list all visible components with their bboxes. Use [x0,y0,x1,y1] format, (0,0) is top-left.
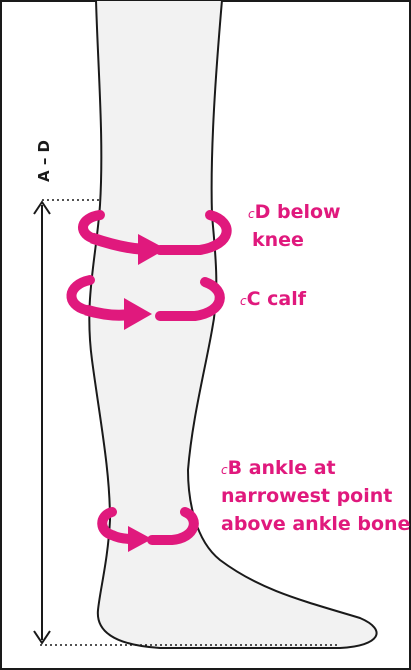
label-d: cD below knee [248,201,347,251]
a-d-measurement-arrow [34,202,50,643]
label-b: cB ankle at narrowest point above ankle … [221,457,410,535]
a-d-label: A – D [35,140,53,182]
label-c: cC calf [240,288,307,310]
